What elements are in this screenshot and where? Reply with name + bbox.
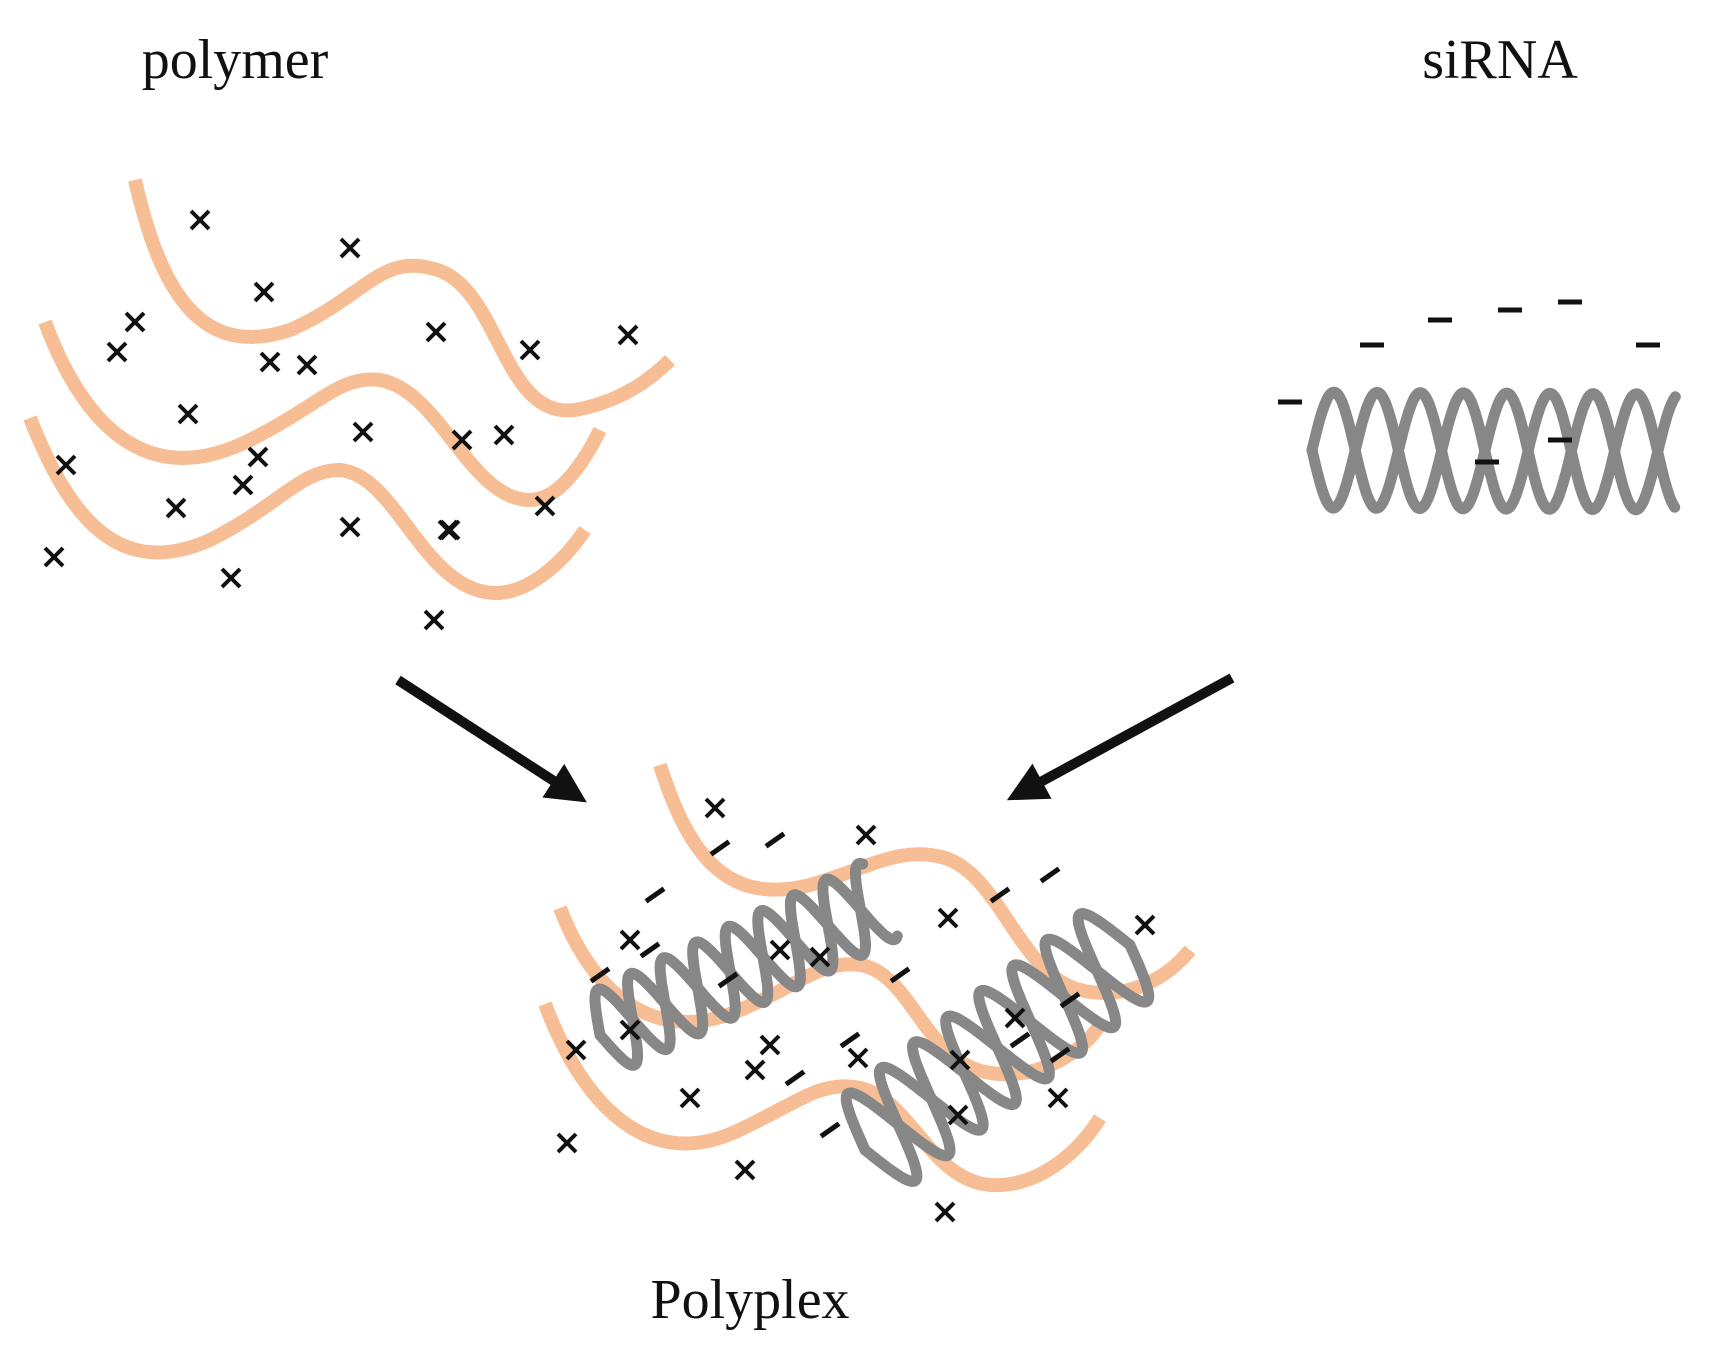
sirna-strand <box>594 873 903 1071</box>
positive-charge-icon <box>43 546 65 568</box>
positive-charge-icon <box>451 429 473 451</box>
positive-charge-icon <box>296 354 318 376</box>
positive-charge-icon <box>232 474 254 496</box>
polymer-chain <box>128 178 675 418</box>
negative-charge-icon <box>819 1121 841 1139</box>
negative-charge-icon <box>709 839 731 857</box>
polymer-chain <box>23 415 591 601</box>
polymer-group <box>23 178 675 631</box>
positive-charge-icon <box>679 1087 701 1109</box>
positive-charge-icon <box>425 321 447 343</box>
positive-charge-icon <box>259 351 281 373</box>
positive-charge-icon <box>519 339 541 361</box>
sirna-group <box>1278 299 1681 516</box>
positive-charge-icon <box>949 1049 971 1071</box>
positive-charge-icon <box>809 946 831 968</box>
sirna-strand <box>1306 386 1681 516</box>
positive-charge-icon <box>493 424 515 446</box>
negative-charge-icon <box>1059 991 1081 1009</box>
positive-charge-icon <box>619 1019 641 1041</box>
negative-charge-icon <box>1039 866 1061 884</box>
polymer-label: polymer <box>142 29 329 91</box>
negative-charge-icon <box>644 886 666 904</box>
negative-charge-icon <box>839 1031 861 1049</box>
sirna-label: siRNA <box>1422 29 1578 91</box>
positive-charge-icon <box>1004 1007 1026 1029</box>
negative-charge-icon <box>784 1069 806 1087</box>
negative-charge-icon <box>589 966 611 984</box>
arrow-sirna-to-polyplex <box>1006 673 1235 801</box>
positive-charge-icon <box>339 516 361 538</box>
positive-charge-icon <box>165 497 187 519</box>
sirna-strand <box>589 858 871 1056</box>
negative-charge-icon <box>1009 1031 1031 1049</box>
polymer-chain <box>538 1001 1106 1193</box>
negative-charge-icon <box>764 831 786 849</box>
positive-charge-icon <box>253 281 275 303</box>
positive-charge-icon <box>534 495 556 517</box>
negative-charge-icon <box>989 886 1011 904</box>
positive-charge-icon <box>220 567 242 589</box>
positive-charge-icon <box>934 1201 956 1223</box>
arrow-polymer-to-polyplex <box>395 675 587 803</box>
polyplex-label: Polyplex <box>650 1269 849 1331</box>
negative-charge-icon <box>639 941 661 959</box>
positive-charge-icon <box>439 519 461 541</box>
polymer-positive-charges <box>43 209 639 631</box>
negative-charge-icon <box>889 966 911 984</box>
positive-charge-icon <box>744 1059 766 1081</box>
positive-charge-icon <box>619 929 641 951</box>
positive-charge-icon <box>769 939 791 961</box>
positive-charge-icon <box>124 311 146 333</box>
positive-charge-icon <box>1134 914 1156 936</box>
positive-charge-icon <box>734 1159 756 1181</box>
positive-charge-icon <box>937 907 959 929</box>
polymer-chain <box>653 762 1196 1000</box>
negative-charge-icon <box>717 971 739 989</box>
sirna-negative-charges <box>1278 299 1660 465</box>
positive-charge-icon <box>759 1034 781 1056</box>
positive-charge-icon <box>352 421 374 443</box>
reaction-arrows <box>395 673 1235 803</box>
positive-charge-icon <box>556 1132 578 1154</box>
sirna-helix <box>1306 386 1681 516</box>
positive-charge-icon <box>423 609 445 631</box>
positive-charge-icon <box>189 209 211 231</box>
negative-charge-icon <box>1049 1046 1071 1064</box>
positive-charge-icon <box>55 454 77 476</box>
positive-charge-icon <box>704 797 726 819</box>
positive-charge-icon <box>947 1104 969 1126</box>
polyplex-group <box>538 762 1196 1223</box>
positive-charge-icon <box>1047 1087 1069 1109</box>
positive-charge-icon <box>847 1047 869 1069</box>
polyplex-sirna-helices <box>589 858 1155 1187</box>
positive-charge-icon <box>106 341 128 363</box>
positive-charge-icon <box>617 324 639 346</box>
positive-charge-icon <box>855 824 877 846</box>
positive-charge-icon <box>177 403 199 425</box>
positive-charge-icon <box>247 446 269 468</box>
positive-charge-icon <box>565 1039 587 1061</box>
positive-charge-icon <box>339 237 361 259</box>
sirna-strand <box>840 933 1155 1162</box>
polyplex-charges <box>556 797 1156 1223</box>
